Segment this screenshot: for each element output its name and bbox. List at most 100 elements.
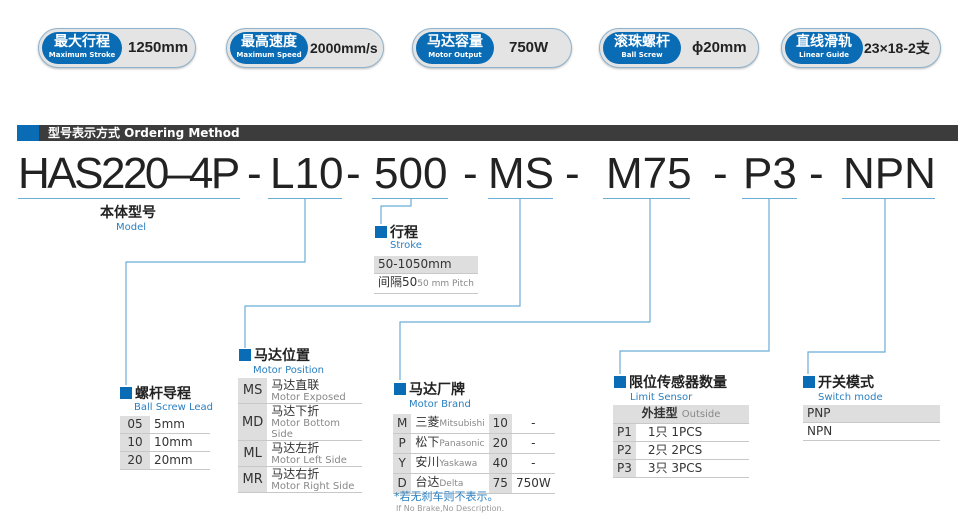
- connector-position: [244, 199, 521, 348]
- stroke-table: 50-1050mm 间隔5050 mm Pitch: [374, 256, 478, 294]
- square-bullet-icon: [239, 349, 251, 361]
- spec-value: 2000mm/s: [310, 40, 378, 56]
- brake-note: *若无刹车则不表示。: [394, 490, 499, 503]
- ball-screw-subheading: Ball Screw Lead: [134, 402, 213, 413]
- switch-mode-subheading: Switch mode: [818, 392, 883, 403]
- code-brand: M75: [606, 149, 692, 198]
- connector-lead: [125, 199, 306, 385]
- spec-label-en: Maximum Speed: [236, 51, 302, 59]
- section-bar: 型号表示方式 Ordering Method: [17, 125, 958, 141]
- table-cell: 1只 1PCS: [635, 423, 749, 442]
- table-cell: NPN: [803, 422, 940, 441]
- underline: [488, 198, 553, 199]
- text: 台达: [415, 475, 440, 489]
- table-cell: 外挂型 Outside: [613, 405, 749, 424]
- spec-value: 750W: [509, 39, 549, 56]
- code-separator: -: [247, 149, 262, 198]
- text: 50 mm Pitch: [417, 279, 474, 289]
- code-separator: -: [346, 149, 361, 198]
- text: 马达直联: [271, 378, 320, 392]
- text: Motor Left Side: [271, 455, 347, 466]
- spec-value: ϕ20mm: [692, 39, 747, 56]
- table-cell: M: [393, 414, 412, 434]
- table-cell: 2只 2PCS: [635, 441, 749, 460]
- model-subheading: Model: [116, 222, 147, 233]
- motor-position-subheading: Motor Position: [253, 365, 325, 376]
- table-cell: 20mm: [149, 451, 210, 470]
- code-separator: -: [713, 149, 728, 198]
- motor-brand-subheading: Motor Brand: [409, 399, 471, 410]
- stroke-pitch: 间隔5050 mm Pitch: [374, 273, 478, 294]
- text: 马达左折: [271, 441, 320, 455]
- text: 开关模式: [818, 375, 874, 391]
- table-cell: PNP: [803, 405, 940, 423]
- spec-label-en: Motor Output: [428, 51, 482, 59]
- square-bullet-icon: [120, 387, 132, 399]
- model-heading: 本体型号: [100, 205, 156, 221]
- table-cell: P: [393, 433, 412, 454]
- text: 马达下折: [271, 404, 320, 418]
- table-cell: MS: [238, 378, 268, 404]
- text: 外挂型: [641, 406, 678, 420]
- underline: [742, 198, 797, 199]
- stroke-range: 50-1050mm: [374, 256, 478, 274]
- text: Delta: [439, 479, 464, 489]
- underline: [268, 198, 342, 199]
- limit-sensor-heading: 限位传感器数量: [614, 375, 727, 391]
- table-cell: -: [511, 414, 555, 434]
- text: Motor Right Side: [271, 481, 355, 492]
- text: 安川: [415, 455, 440, 469]
- table-cell: MR: [238, 466, 268, 493]
- stroke-subheading: Stroke: [390, 240, 422, 251]
- brake-note-en: If No Brake,No Description.: [396, 504, 505, 513]
- text: Outside: [681, 409, 721, 420]
- connector-stroke: [380, 199, 412, 224]
- table-cell: 10: [488, 414, 512, 434]
- underline: [372, 198, 448, 199]
- code-switch: NPN: [843, 149, 936, 198]
- motor-position-heading: 马达位置: [239, 348, 310, 364]
- text: 马达厂牌: [409, 382, 465, 398]
- text: Panasonic: [439, 439, 485, 449]
- square-bullet-icon: [375, 226, 387, 238]
- text: 松下: [415, 435, 440, 449]
- table-cell: 台达Delta: [411, 473, 489, 494]
- text: 间隔5050 mm Pitch: [374, 273, 478, 294]
- square-bullet-icon: [803, 376, 815, 388]
- spec-label-en: Maximum Stroke: [48, 51, 116, 59]
- switch-mode-heading: 开关模式: [803, 375, 874, 391]
- code-sensor: P3: [743, 149, 797, 198]
- table-cell: P1: [613, 423, 636, 442]
- square-bullet-icon: [614, 376, 626, 388]
- code-position: MS: [488, 149, 554, 198]
- connector-switch: [807, 199, 886, 374]
- text: Mitsubishi: [439, 419, 485, 429]
- table-cell: Y: [393, 453, 412, 474]
- table-cell: 10mm: [149, 433, 210, 452]
- table-cell: 5mm: [149, 416, 210, 434]
- motor-brand-heading: 马达厂牌: [394, 382, 465, 398]
- connector-brand: [399, 199, 651, 380]
- text: 螺杆导程: [135, 386, 191, 402]
- underline: [842, 198, 935, 199]
- table-row: NPN: [803, 422, 940, 441]
- code-separator: -: [565, 149, 580, 198]
